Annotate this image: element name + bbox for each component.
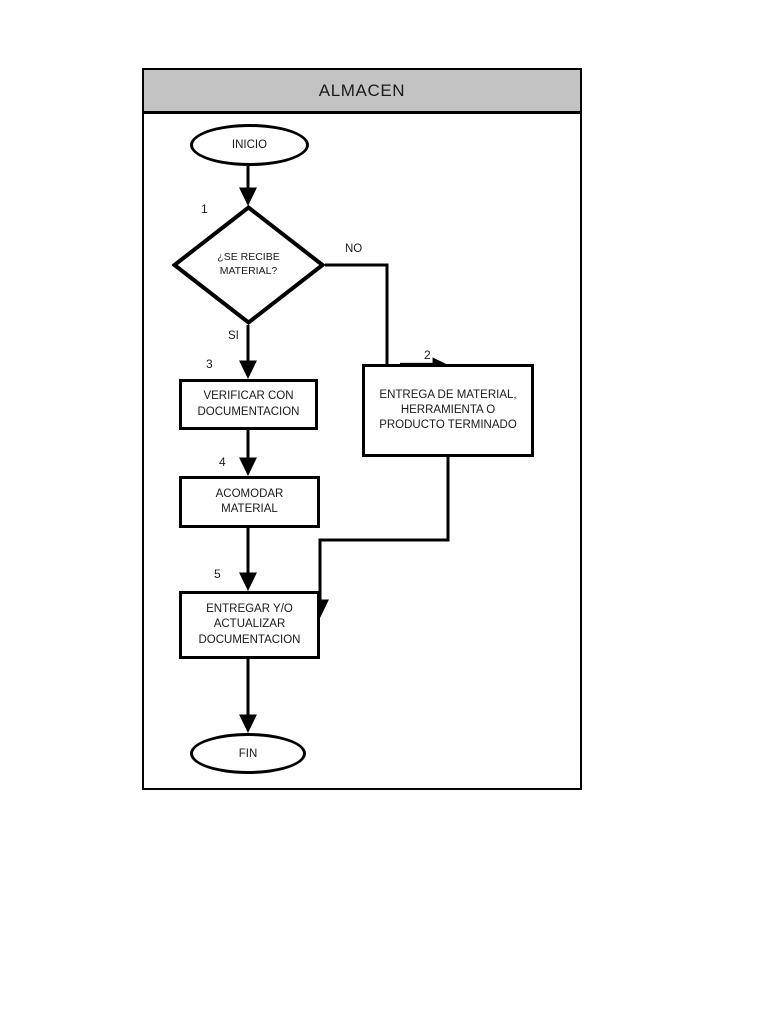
node-box2-line3: PRODUCTO TERMINADO: [379, 419, 517, 432]
node-start-label: INICIO: [231, 139, 268, 151]
step-number-1: 1: [201, 202, 208, 216]
node-box4-line2: MATERIAL: [221, 503, 278, 515]
page-title: ALMACEN: [318, 80, 406, 100]
edge-label-no: NO: [345, 243, 363, 255]
edge-label-si: SI: [228, 330, 239, 342]
node-box2-line1: ENTREGA DE MATERIAL,: [379, 388, 517, 401]
node-decision-label-line1: ¿SE RECIBE: [217, 251, 280, 264]
node-end-label: FIN: [238, 747, 258, 760]
node-start[interactable]: INICIO: [190, 124, 309, 166]
step-number-2: 2: [424, 348, 431, 362]
node-box5-line3: DOCUMENTACION: [198, 633, 301, 646]
node-box5-line2: ACTUALIZAR: [213, 618, 286, 631]
step-number-3: 3: [206, 357, 213, 371]
node-box5-line1: ENTREGAR Y/O: [206, 603, 293, 616]
node-decision-label: ¿SE RECIBE MATERIAL?: [217, 251, 279, 278]
node-box3-line2: DOCUMENTACION: [197, 405, 300, 418]
node-box3-line1: VERIFICAR CON: [203, 390, 294, 403]
node-box3[interactable]: VERIFICAR CON DOCUMENTACION: [179, 379, 318, 430]
node-box5[interactable]: ENTREGAR Y/O ACTUALIZAR DOCUMENTACION: [179, 591, 320, 659]
node-decision[interactable]: ¿SE RECIBE MATERIAL?: [172, 205, 325, 325]
node-box4-line1: ACOMODAR: [215, 487, 284, 500]
node-decision-label-line2: MATERIAL?: [219, 265, 278, 277]
step-number-5: 5: [214, 567, 221, 581]
node-box2-line2: HERRAMIENTA O: [400, 403, 496, 416]
step-number-4: 4: [219, 455, 226, 469]
node-end[interactable]: FIN: [190, 733, 306, 774]
diamond-shape: [172, 205, 325, 325]
node-box4[interactable]: ACOMODAR MATERIAL: [179, 476, 320, 528]
swimlane-header: ALMACEN: [142, 68, 582, 114]
node-box2[interactable]: ENTREGA DE MATERIAL, HERRAMIENTA O PRODU…: [362, 364, 534, 457]
